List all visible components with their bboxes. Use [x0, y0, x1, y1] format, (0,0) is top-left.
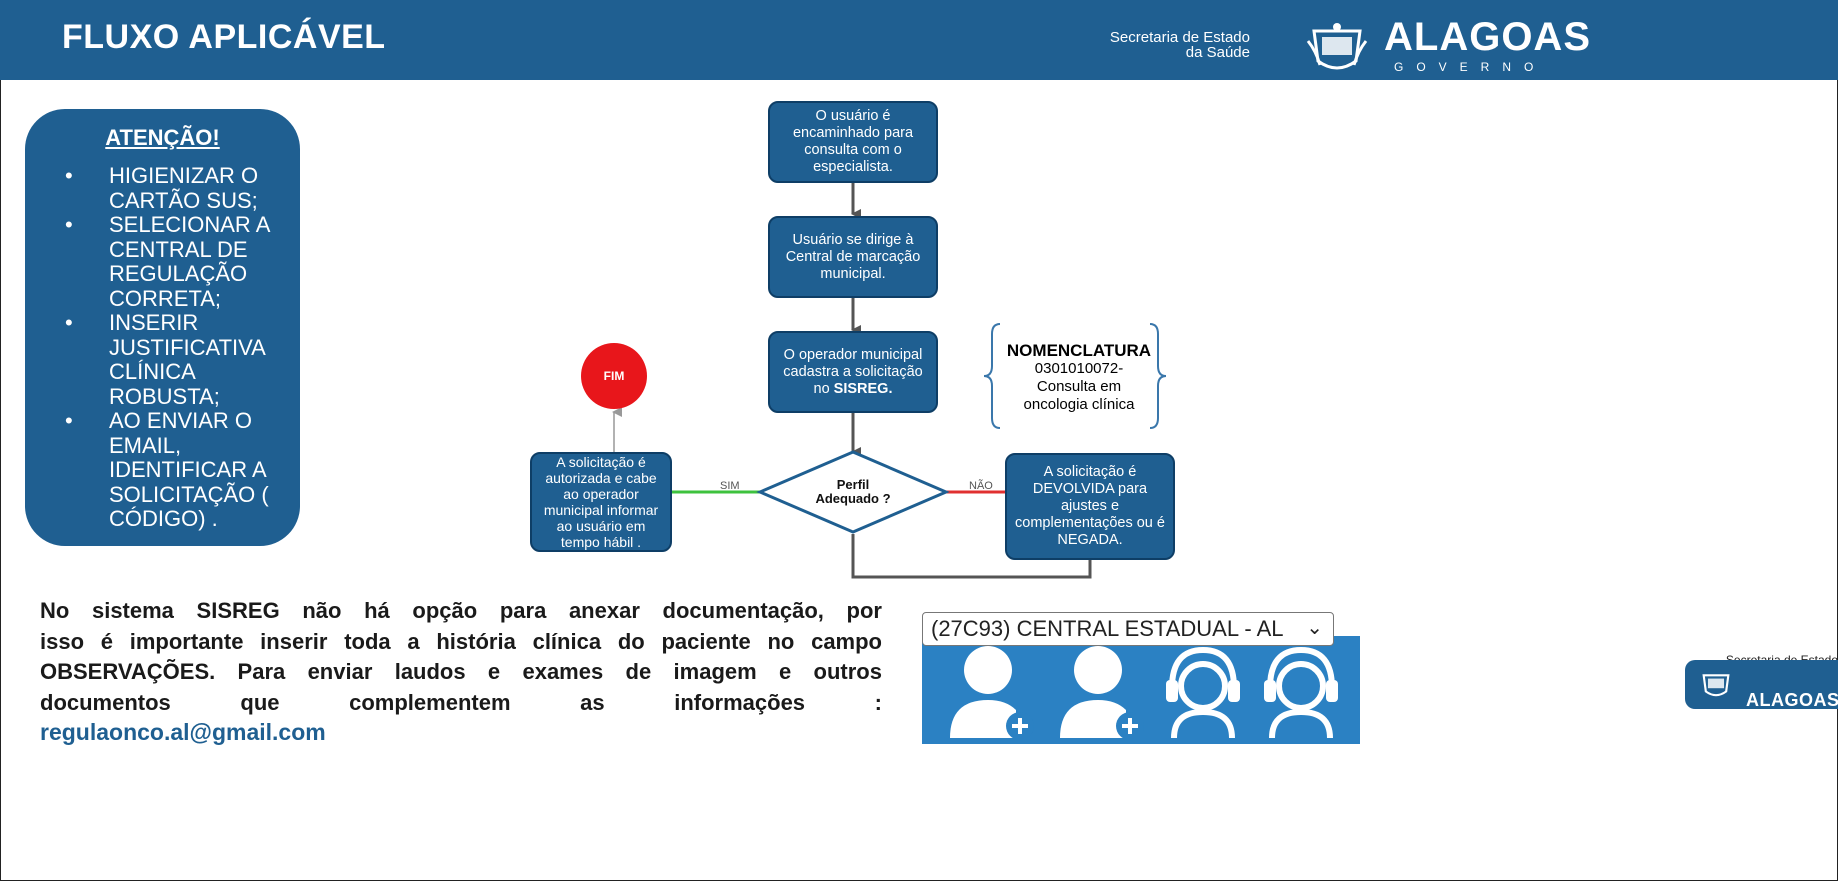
mini-gov-name: ALAGOAS: [1746, 690, 1838, 710]
nomenclatura-code: 0301010072-: [1034, 360, 1124, 377]
yes-label: SIM: [720, 480, 740, 492]
flow-step-1: O usuário é encaminhado para consulta co…: [768, 101, 938, 183]
central-icons-panel: [922, 636, 1360, 744]
attention-item: HIGIENIZAR O CARTÃO SUS;: [47, 163, 309, 213]
attention-item: AO ENVIAR O EMAIL, IDENTIFICAR A SOLICIT…: [47, 408, 309, 532]
mini-gov-logo: [1685, 660, 1838, 709]
end-node: FIM: [581, 343, 647, 409]
coat-of-arms-icon: [1702, 674, 1730, 697]
headset-operator-icon[interactable]: [1154, 642, 1252, 738]
attention-list: HIGIENIZAR O CARTÃO SUS; SELECIONAR A CE…: [47, 163, 309, 532]
coat-of-arms-icon: [1306, 23, 1368, 70]
chevron-down-icon: ⌄: [1306, 617, 1323, 639]
sisreg-note: No sistema SISREG não há opção para anex…: [40, 598, 882, 715]
flow-step-3: O operador municipal cadastra a solicita…: [768, 331, 938, 413]
header-bar: FLUXO APLICÁVEL Secretaria de Estado da …: [0, 0, 1838, 80]
user-plus-icon[interactable]: [1050, 642, 1148, 738]
attention-title: ATENÇÃO!: [105, 125, 220, 150]
flow-no-box: A solicitação é DEVOLVIDA para ajustes e…: [1005, 453, 1175, 560]
attention-item: INSERIR JUSTIFICATIVA CLÍNICA ROBUSTA;: [47, 310, 309, 409]
page-title: FLUXO APLICÁVEL: [62, 18, 386, 56]
central-select[interactable]: (27C93) CENTRAL ESTADUAL - AL ⌄: [922, 612, 1334, 646]
secretaria-label: Secretaria de Estado da Saúde: [1109, 29, 1250, 61]
nomenclatura-left-brace: [983, 323, 1001, 429]
gov-sub: GOVERNO: [1394, 60, 1547, 74]
nomenclatura-title: NOMENCLATURA: [1006, 341, 1152, 360]
gov-name: ALAGOAS: [1384, 15, 1591, 59]
headset-operator-icon[interactable]: [1252, 642, 1350, 738]
flow-yes-box: A solicitação é autorizada e cabe ao ope…: [530, 452, 672, 552]
return-loop: [851, 534, 1092, 579]
contact-email[interactable]: regulaonco.al@gmail.com: [40, 719, 326, 745]
no-label: NÃO: [969, 480, 993, 492]
decision-label: Perfil Adequado ?: [815, 477, 891, 506]
attention-item: SELECIONAR A CENTRAL DE REGULAÇÃO CORRET…: [47, 212, 309, 311]
nomenclatura: NOMENCLATURA 0301010072- Consulta em onc…: [992, 324, 1166, 428]
central-select-value: (27C93) CENTRAL ESTADUAL - AL: [931, 616, 1284, 641]
user-plus-icon[interactable]: [940, 642, 1038, 738]
decision-diamond: [756, 450, 950, 534]
attention-panel: ATENÇÃO! HIGIENIZAR O CARTÃO SUS; SELECI…: [25, 109, 300, 546]
flow-step-2: Usuário se dirige à Central de marcação …: [768, 216, 938, 298]
nomenclatura-right-brace: [1149, 323, 1167, 429]
mini-gov-sub: GOVERNO: [1750, 712, 1823, 718]
